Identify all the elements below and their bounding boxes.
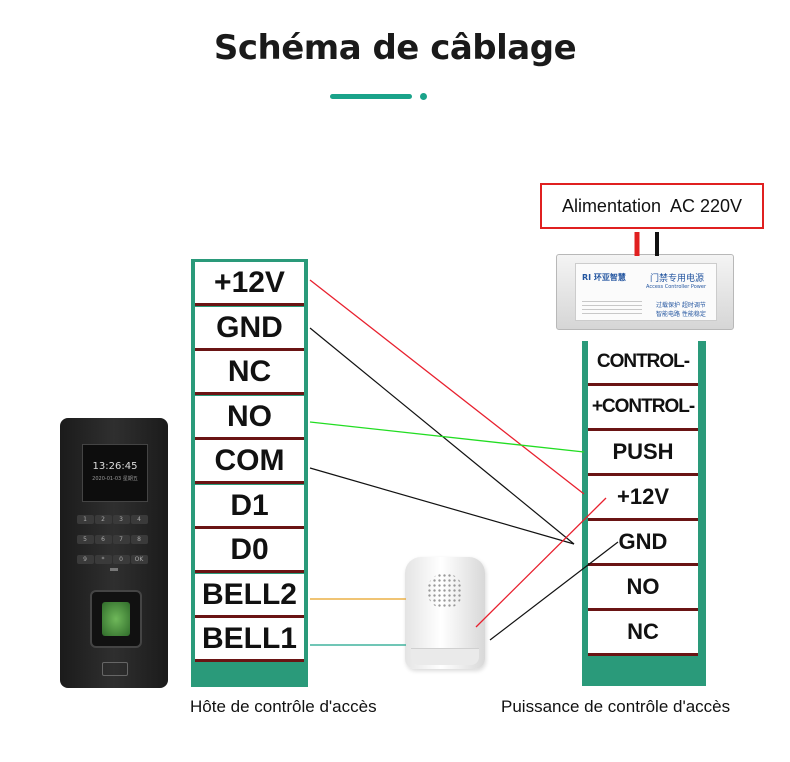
power-terminal-gnd: GND — [588, 521, 698, 566]
power-terminal-nc: NC — [588, 611, 698, 656]
device-clock: 13:26:45 — [92, 461, 138, 472]
host-terminal-com: COM — [195, 440, 304, 484]
host-terminal-bell1: BELL1 — [195, 618, 304, 662]
keypad-key: 3 — [112, 515, 130, 524]
title-underline — [330, 94, 412, 99]
host-terminal-block: +12V GND NC NO COM D1 D0 BELL2 BELL1 — [191, 259, 308, 687]
power-supply-name-en: Access Controller Power — [646, 284, 707, 290]
power-terminal-no: NO — [588, 566, 698, 611]
power-supply-unit: RI 环亚智慧 门禁专用电源 Access Controller Power 过… — [556, 254, 734, 330]
keypad-key: 8 — [130, 535, 148, 544]
power-terminal-push: PUSH — [588, 431, 698, 476]
doorbell — [405, 557, 485, 669]
power-terminal-block: CONTROL- +CONTROL- PUSH +12V GND NO NC — [582, 341, 706, 686]
power-supply-spec-lines — [582, 298, 642, 316]
host-terminal-12v: +12V — [195, 262, 304, 306]
power-supply-feature: 智能电路 性能稳定 — [656, 311, 706, 318]
host-terminal-d0: D0 — [195, 529, 304, 573]
power-supply-brand: RI 环亚智慧 — [582, 273, 626, 282]
power-supply-name-cn: 门禁专用电源 — [650, 274, 705, 284]
host-terminal-no: NO — [195, 396, 304, 440]
wire-host-gnd-to-power-gnd — [309, 327, 575, 545]
host-terminal-gnd: GND — [195, 307, 304, 351]
keypad-key: 2 — [94, 515, 112, 524]
wire-host-12v-to-power-12v — [309, 279, 585, 495]
keypad-key: 9 — [76, 555, 94, 564]
page-title: Schéma de câblage — [213, 28, 577, 68]
power-source-text: Alimentation AC 220V — [561, 195, 743, 216]
device-indicator-led — [110, 568, 118, 571]
device-screen: 13:26:45 2020-01-03 星期五 — [82, 444, 148, 502]
power-terminal-12v: +12V — [588, 476, 698, 521]
fingerprint-reader — [90, 590, 142, 648]
keypad-key: * — [94, 555, 112, 564]
wire-host-no-to-power-push — [309, 421, 585, 453]
keypad-key: 7 — [112, 535, 130, 544]
power-terminal-control-minus: CONTROL- — [588, 341, 698, 386]
doorbell-speaker-grille — [427, 573, 463, 609]
fingerprint-sensor-icon — [102, 602, 130, 636]
device-date: 2020-01-03 星期五 — [92, 476, 138, 482]
keypad-key: 5 — [76, 535, 94, 544]
keypad-key: 6 — [94, 535, 112, 544]
keypad-key: 1 — [76, 515, 94, 524]
host-terminal-nc: NC — [195, 351, 304, 395]
keypad-key: 4 — [130, 515, 148, 524]
host-terminal-bell2: BELL2 — [195, 574, 304, 618]
keypad-key: 0 — [112, 555, 130, 564]
power-unit-label: Puissance de contrôle d'accès — [501, 697, 731, 716]
power-terminal-control-plus: +CONTROL- — [588, 386, 698, 431]
power-supply-feature: 过载保护 超时调节 — [656, 302, 706, 309]
title-underline-dot — [420, 93, 427, 100]
power-source-label: Alimentation AC 220V — [540, 183, 764, 229]
card-reader-icon — [102, 662, 128, 676]
wire-host-com-to-power-gnd — [309, 467, 575, 545]
keypad-key: OK — [130, 555, 148, 564]
host-label: Hôte de contrôle d'accès — [190, 697, 377, 716]
doorbell-base — [411, 648, 479, 665]
power-supply-nameplate: RI 环亚智慧 门禁专用电源 Access Controller Power 过… — [575, 263, 717, 321]
host-terminal-d1: D1 — [195, 485, 304, 529]
